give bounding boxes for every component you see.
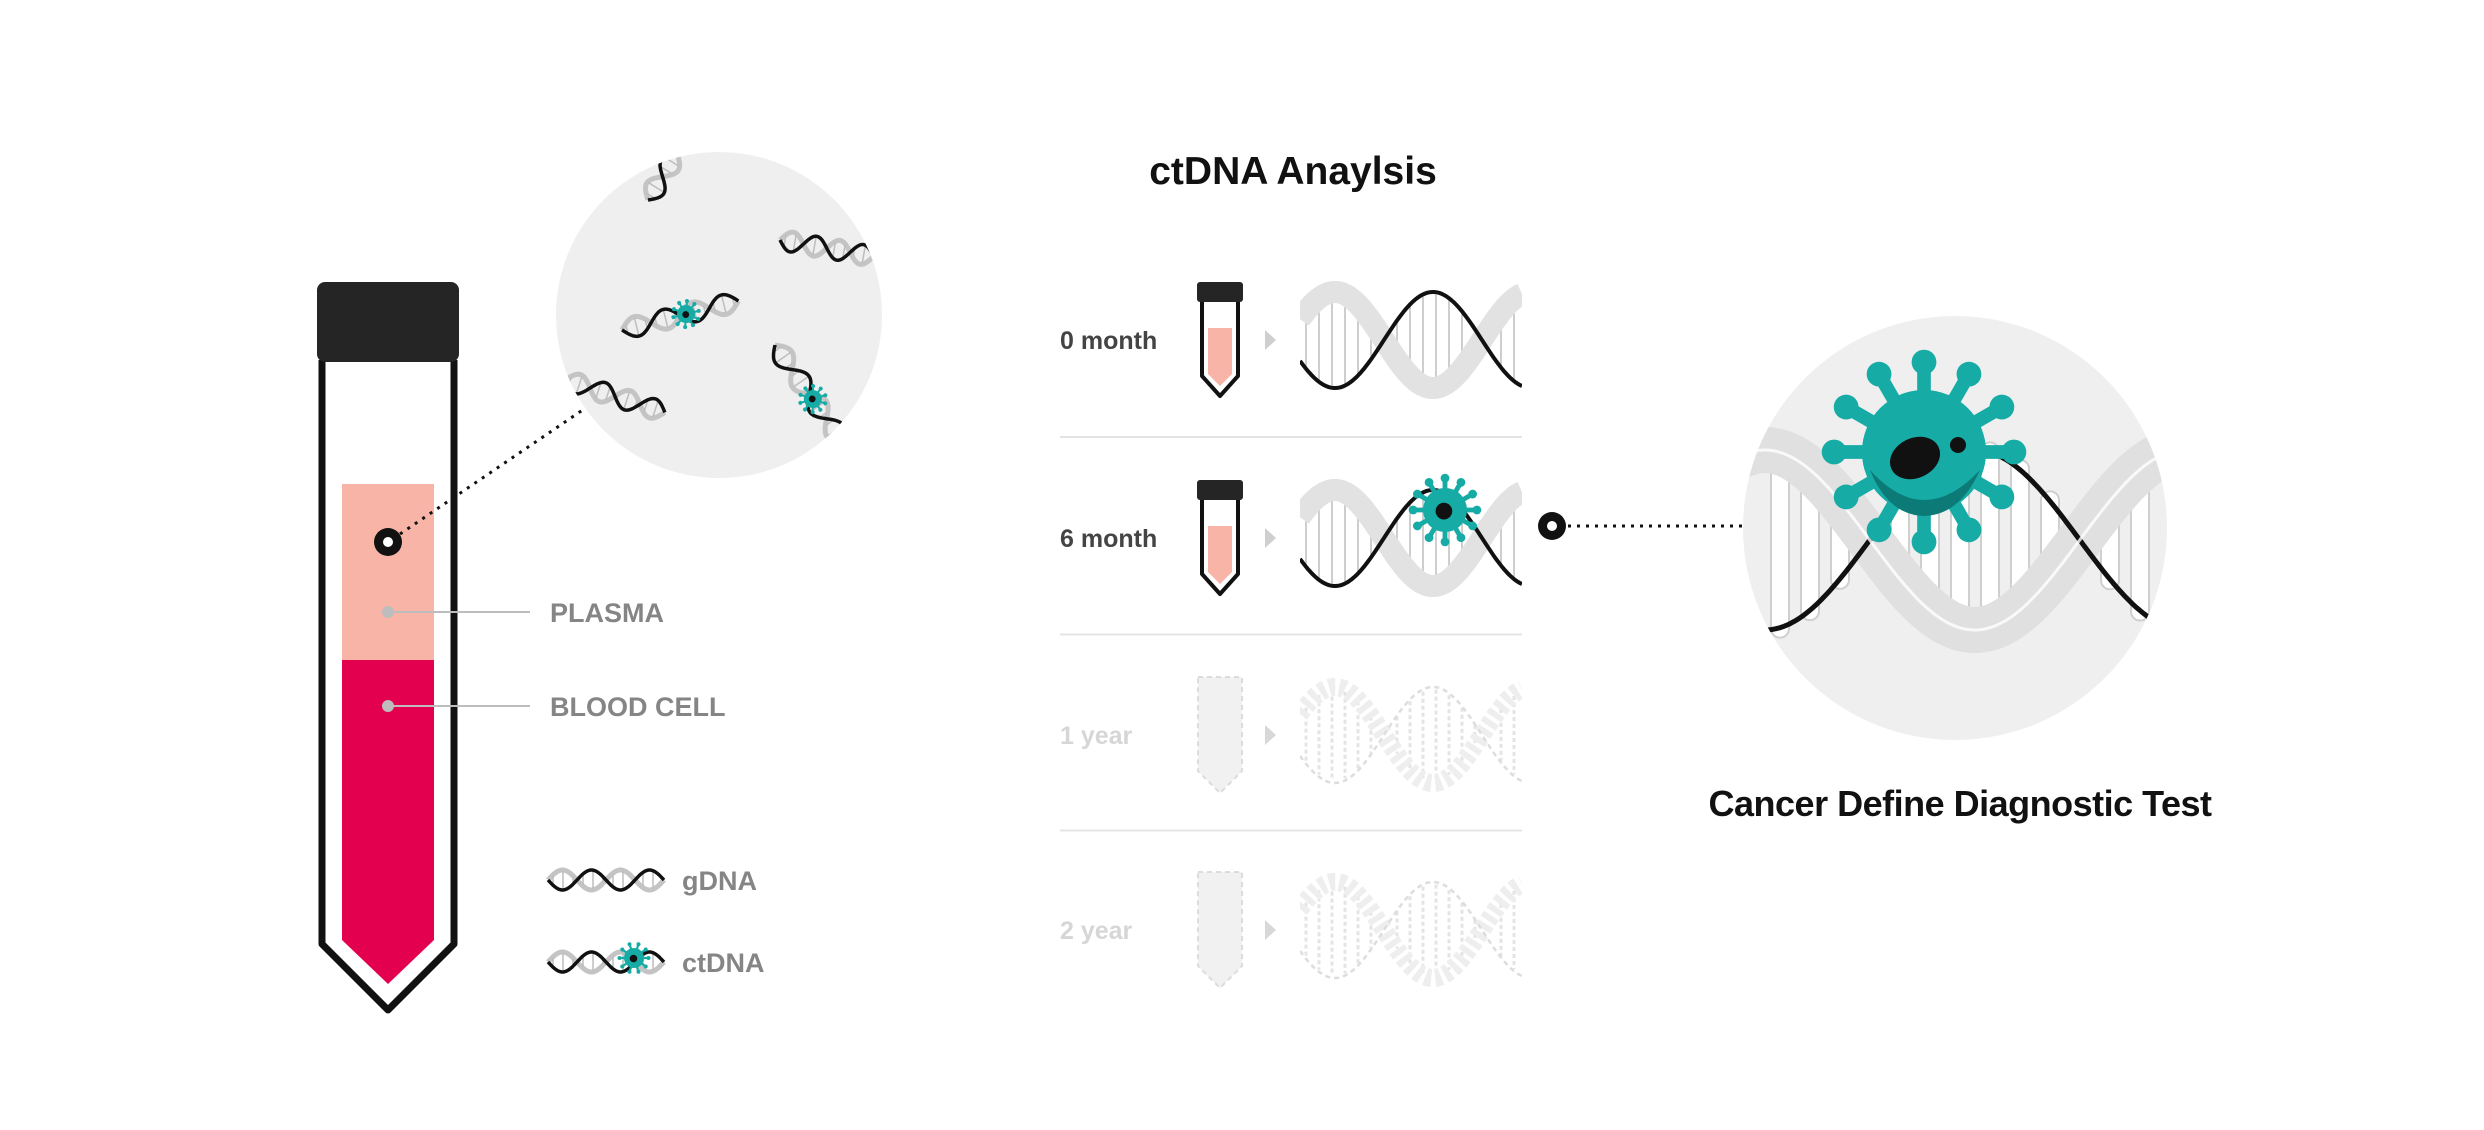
dna-helix-icon: [1300, 281, 1522, 399]
analysis-row: 6 month: [1060, 473, 1522, 597]
ctdna-strand: [546, 949, 666, 975]
gdna-legend-label: gDNA: [682, 866, 757, 896]
timepoint-label: 1 year: [1060, 722, 1133, 750]
cancer-cell-icon: [1408, 473, 1482, 547]
ctdna-legend-icon: [546, 942, 666, 975]
gdna-legend-icon: [546, 867, 666, 893]
dna-fragment: [563, 371, 667, 421]
timepoint-label: 2 year: [1060, 917, 1133, 945]
legend: gDNA ctDNA: [546, 866, 765, 978]
analysis-row: 0 month: [1060, 281, 1522, 399]
ctdna-marker-icon: [671, 299, 701, 330]
diagnostic-title: Cancer Define Diagnostic Test: [1709, 783, 2212, 824]
sample-tube-icon: [1197, 480, 1243, 596]
ctdna-marker-icon: [617, 942, 651, 974]
pending-dna-helix-icon: [1300, 678, 1522, 792]
flow-arrow-icon: [1265, 330, 1276, 350]
sample-zoom-connector: [399, 403, 591, 536]
plasma-zoom-circle: [556, 152, 882, 478]
gdna-strand: [546, 867, 666, 893]
analysis-timeline: 0 month 6 month 1 year 2 year: [1060, 281, 1522, 990]
analysis-row: 1 year: [1060, 676, 1522, 795]
tube-cap: [317, 282, 459, 362]
diagnostic-zoom-circle: [1743, 316, 2167, 740]
tube-blood-layer: [342, 660, 434, 984]
tube-plasma-layer: [342, 484, 434, 660]
dna-fragment: [778, 229, 876, 267]
timepoint-label: 0 month: [1060, 327, 1157, 355]
blood-cell-label: BLOOD CELL: [550, 692, 726, 722]
cancer-cell-nucleus: [1889, 436, 1941, 480]
ctdna-legend-label: ctDNA: [682, 948, 765, 978]
flow-arrow-icon: [1265, 725, 1276, 745]
dna-helix-icon: [1300, 479, 1522, 597]
cancer-cell-icon: [1821, 349, 2027, 555]
sample-tube-icon: [1197, 282, 1243, 398]
flow-arrow-icon: [1265, 528, 1276, 548]
pending-tube-icon: [1197, 676, 1243, 795]
ctdna-marker-icon: [798, 384, 828, 415]
analysis-title: ctDNA Anaylsis: [1149, 150, 1437, 193]
timepoint-label: 6 month: [1060, 525, 1157, 553]
flow-arrow-icon: [1265, 920, 1276, 940]
blood-sample-tube: PLASMA BLOOD CELL: [317, 282, 726, 1014]
pending-dna-helix-icon: [1300, 873, 1522, 987]
pending-tube-icon: [1197, 871, 1243, 990]
plasma-label: PLASMA: [550, 598, 664, 628]
analysis-row: 2 year: [1060, 871, 1522, 990]
